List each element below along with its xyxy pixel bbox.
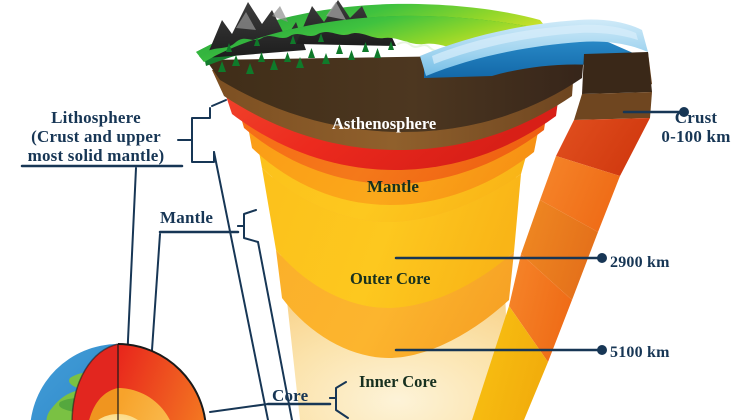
wedge-side-upper xyxy=(540,156,620,232)
wedge-edge-guide-1 xyxy=(213,151,269,420)
layer-mantle-yellow-lower xyxy=(262,168,521,308)
depth-5100-dot xyxy=(597,345,607,355)
forest-slope xyxy=(199,15,548,62)
lithosphere-bracket xyxy=(185,107,211,141)
wedge-edge-guide-2 xyxy=(257,241,293,420)
depth-2900-dot xyxy=(597,253,607,263)
earth-wedge xyxy=(196,0,652,420)
lithosphere-line1: Lithosphere xyxy=(51,108,141,127)
depth-2900-label: 2900 km xyxy=(610,254,670,271)
wedge-side-mantle xyxy=(521,200,598,300)
globe-outline xyxy=(117,343,207,420)
core-callout-label: Core xyxy=(272,386,309,405)
lithosphere-label: Lithosphere (Crust and upper most solid … xyxy=(8,108,184,165)
earth-globe xyxy=(30,343,207,420)
lithosphere-line3: most solid mantle) xyxy=(27,146,165,166)
wedge-side-soil xyxy=(582,52,652,94)
tree-cluster xyxy=(218,33,394,74)
lithosphere-line2: (Crust and upper xyxy=(31,127,161,147)
globe-outline-left xyxy=(71,343,119,420)
wedge-side-asth xyxy=(556,118,650,176)
wedge-side-inner xyxy=(472,306,548,420)
wedge-side-crustb xyxy=(574,92,652,120)
inner-core-label: Inner Core xyxy=(359,372,437,391)
crust-line1: Crust xyxy=(674,108,718,127)
mantle-layer-label: Mantle xyxy=(367,177,419,196)
ocean-surface xyxy=(420,19,648,76)
core-bracket-2 xyxy=(329,397,349,419)
depth-5100-label: 5100 km xyxy=(610,344,670,361)
asthenosphere-label: Asthenosphere xyxy=(332,114,437,133)
wedge-side-outer xyxy=(509,254,572,362)
lithosphere-bracket-outer xyxy=(211,99,227,107)
ocean-surface-sheen xyxy=(432,24,638,64)
outer-core-label: Outer Core xyxy=(350,269,431,288)
crust-callout-label: Crust 0-100 km xyxy=(650,108,742,146)
outer-core-top-surface xyxy=(276,250,514,358)
globe-outer-core xyxy=(118,388,170,420)
lithosphere-bracket-2 xyxy=(185,139,215,163)
mantle-bracket-2 xyxy=(237,225,259,243)
crust-dot xyxy=(679,107,689,117)
leader-core-globe xyxy=(209,403,269,413)
crust-line2: 0-100 km xyxy=(661,127,731,147)
globe-outer-core-left xyxy=(89,388,118,420)
mantle-callout-label: Mantle xyxy=(160,208,214,227)
river xyxy=(397,41,443,52)
